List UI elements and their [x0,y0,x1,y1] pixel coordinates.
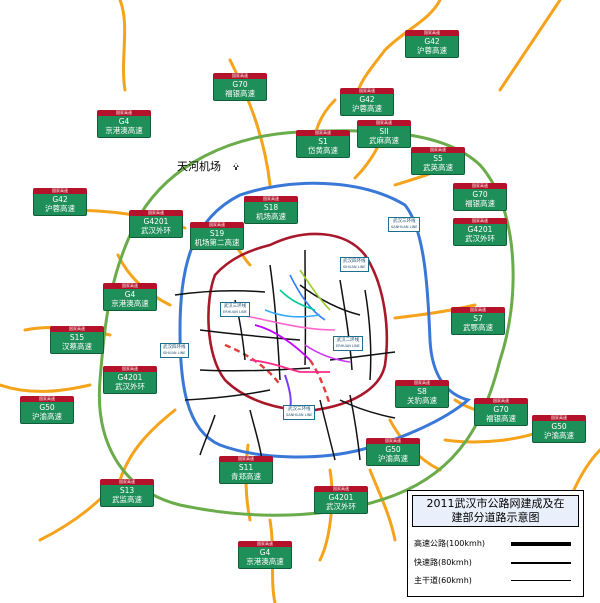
airport-label: 天河机场 [177,160,221,173]
legend-item-arterial: 主干道(60kmh) [414,576,472,585]
third-ring-line [178,181,472,459]
legend-item-expressway: 高速公路(100kmh) [414,539,486,548]
legend-swatch-fast-road [511,562,571,564]
map-legend: 2011武汉市公路网建成及在 建部分道路示意图 高速公路(100kmh) 快速路… [407,490,584,597]
legend-swatch-arterial [511,580,571,581]
planned-roads [224,343,332,406]
legend-swatch-expressway [511,542,571,546]
legend-title: 2011武汉市公路网建成及在 建部分道路示意图 [412,495,579,527]
legend-item-fast-road: 快速路(80kmh) [414,558,472,567]
urban-streets [174,249,396,461]
airplane-icon [233,163,239,170]
